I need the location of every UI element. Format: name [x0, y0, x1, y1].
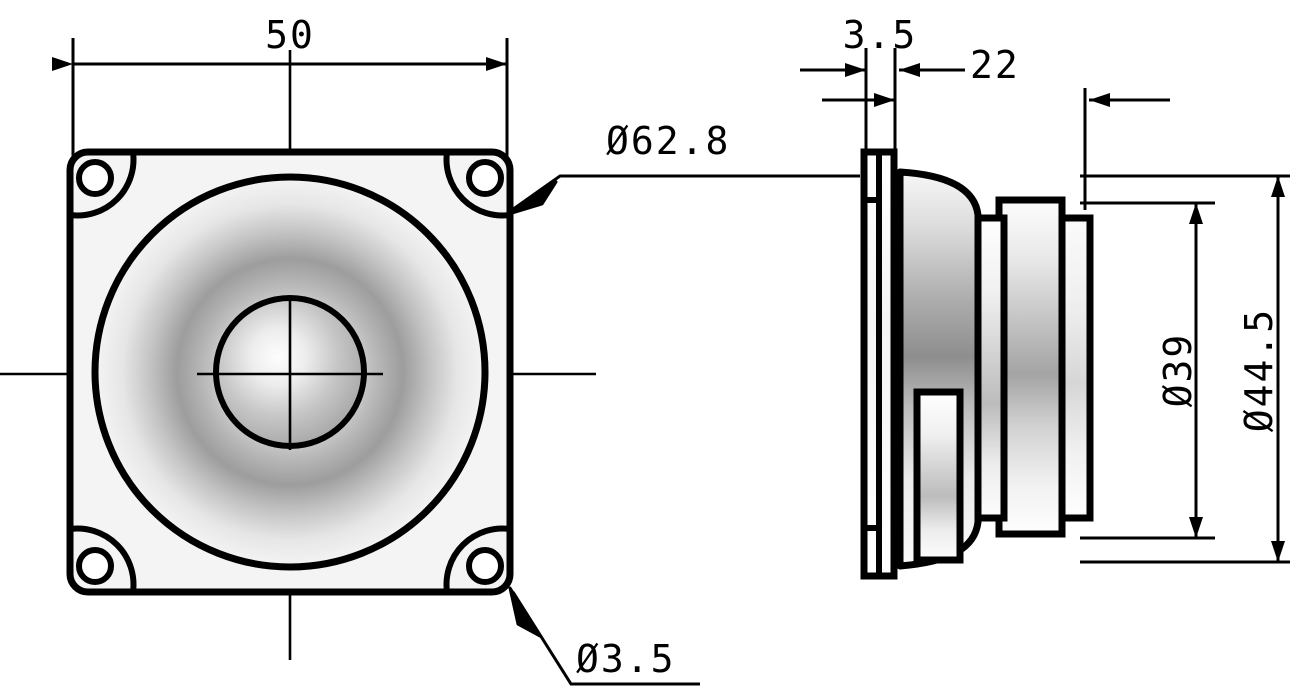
mounting-hole-bl	[76, 547, 114, 585]
dim-label-basket: Ø44.5	[1237, 308, 1281, 432]
side-view	[860, 148, 1094, 580]
front-view-centerlines-over	[197, 300, 383, 450]
leader-arrow-hole	[508, 586, 542, 638]
mounting-holes	[76, 159, 504, 585]
corner-boss-tr	[443, 151, 511, 219]
flange-notches	[864, 197, 879, 531]
magnet-stack	[995, 196, 1066, 538]
dim-label-magnet: Ø39	[1156, 333, 1200, 408]
dim-flange-thickness: 3.5	[800, 13, 918, 155]
dim-label-depth: 22	[970, 43, 1020, 87]
dim-label-width: 50	[265, 13, 315, 57]
dim-magnet-diameter: Ø39	[1080, 201, 1215, 540]
dim-width-overall: 50	[52, 13, 509, 160]
corner-bosses	[69, 151, 511, 593]
mounting-hole-br	[466, 547, 504, 585]
inner-basket	[913, 388, 964, 564]
mounting-hole-tl	[76, 159, 114, 197]
dim-cone-diameter: Ø62.8	[507, 119, 860, 216]
dim-label-cone: Ø62.8	[606, 119, 730, 163]
dim-label-hole: Ø3.5	[576, 637, 676, 681]
corner-boss-bl	[69, 525, 137, 593]
corner-boss-br	[443, 525, 511, 593]
dim-label-flange: 3.5	[843, 13, 918, 57]
pole-spacer	[974, 214, 1008, 522]
dim-basket-diameter: Ø44.5	[1080, 174, 1290, 564]
mounting-hole-tr	[466, 159, 504, 197]
dim-mount-depth: 22	[899, 43, 1170, 210]
leader-line-cone	[511, 174, 860, 212]
leader-arrow-cone	[507, 180, 558, 216]
corner-boss-tl	[69, 151, 137, 219]
dim-hole-diameter: Ø3.5	[508, 586, 700, 686]
front-view	[0, 50, 596, 660]
